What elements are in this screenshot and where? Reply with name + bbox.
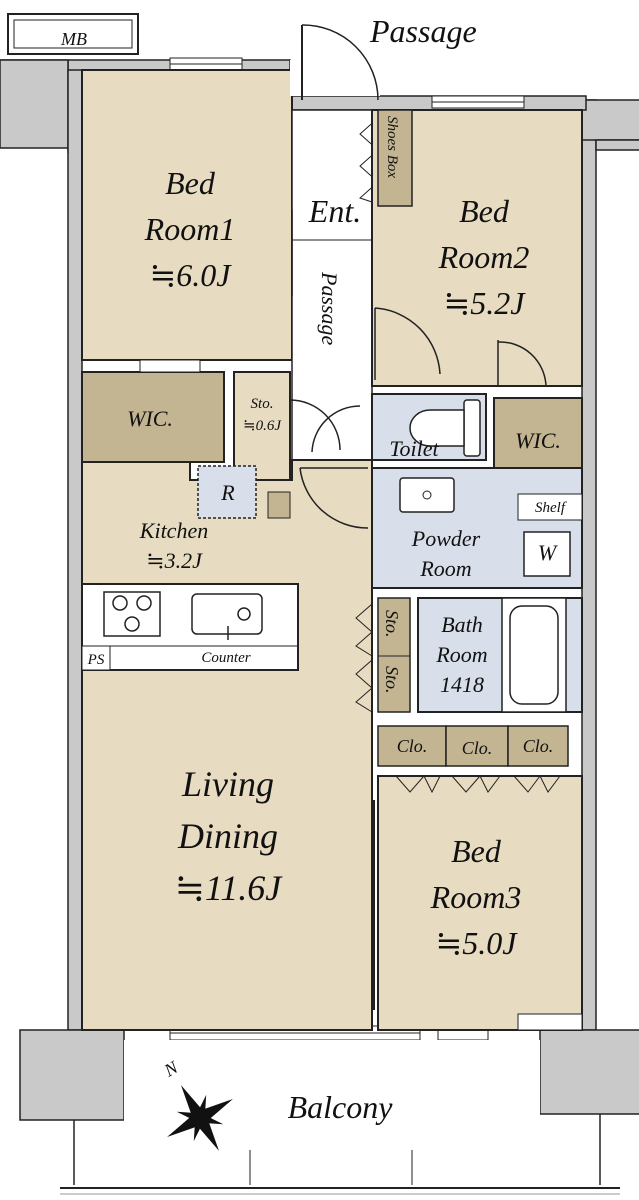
shoes-box-label-overlay: Shoes Box	[384, 116, 400, 178]
closet-doors[interactable]	[395, 775, 561, 794]
wic2-label: WIC.	[515, 428, 561, 453]
bedroom1-name-line2: Room1	[144, 211, 236, 247]
kitchen-counter	[81, 583, 299, 671]
washer-label: W	[538, 540, 558, 565]
closet1-label: Clo.	[397, 736, 428, 756]
wic2-door[interactable]	[497, 340, 547, 387]
kitchen-label: Kitchen	[139, 518, 208, 543]
closets	[377, 725, 569, 767]
entrance-label: Ent.	[308, 193, 361, 229]
bedroom3	[377, 775, 583, 1031]
kitchen-shelf-box	[267, 491, 291, 519]
kitchen-area: ≒3.2J	[146, 548, 203, 573]
living-dining-kitchen	[81, 459, 373, 1031]
sto-b-label: Sto.	[382, 666, 402, 694]
refrigerator-space	[197, 465, 257, 519]
bedroom3-area: ≒5.0J	[435, 925, 518, 961]
toilet-fixture	[409, 399, 481, 457]
entrance-door[interactable]	[290, 24, 380, 101]
meter-box	[7, 13, 139, 55]
bath-label-line1: Bath	[441, 612, 483, 637]
powder-label-line1: Powder	[411, 526, 481, 551]
bedroom1-name-line1: Bed	[165, 165, 216, 201]
wash-basin	[399, 477, 455, 513]
refrigerator-label: R	[220, 480, 235, 505]
storage-hall-doors[interactable]	[355, 603, 373, 713]
bedroom2-door[interactable]	[374, 307, 441, 380]
bedroom1	[81, 69, 293, 361]
storage-hall	[377, 597, 411, 713]
powder-label-line2: Room	[419, 556, 471, 581]
ps-label: PS	[87, 652, 105, 668]
mb-label: MB	[60, 29, 87, 49]
washer-space	[523, 531, 571, 577]
bedroom2-area: ≒5.2J	[443, 285, 526, 321]
compass-icon	[167, 1085, 233, 1151]
closet2-label: Clo.	[462, 738, 493, 758]
balcony	[60, 1040, 620, 1195]
sto-small-area: ≒0.6J	[243, 418, 282, 434]
living-name-line1: Living	[181, 764, 274, 804]
sto-a-label: Sto.	[382, 610, 402, 638]
sto-small-label: Sto.	[251, 396, 274, 412]
living-area: ≒11.6J	[175, 868, 283, 908]
bath-label-line2: Room	[435, 642, 487, 667]
bedroom3-name-line2: Room3	[430, 879, 522, 915]
counter-label: Counter	[201, 650, 250, 666]
bath-label-size: 1418	[440, 672, 484, 697]
passage-inner-label: Passage	[317, 271, 342, 346]
living-door[interactable]	[299, 405, 369, 529]
bedroom3-name-line1: Bed	[451, 833, 502, 869]
wic1-label: WIC.	[127, 406, 173, 431]
shelf-label: Shelf	[535, 500, 567, 516]
living-name-line2: Dining	[177, 816, 278, 856]
closet3-label: Clo.	[523, 736, 554, 756]
toilet-label: Toilet	[389, 436, 439, 461]
bedroom2-name-line2: Room2	[438, 239, 530, 275]
bedroom2-name-line1: Bed	[459, 193, 510, 229]
shelf	[517, 493, 583, 521]
balcony-label: Balcony	[288, 1089, 394, 1125]
bedroom1-area: ≒6.0J	[149, 257, 232, 293]
passage-top-label: Passage	[369, 13, 477, 49]
storage-small-door[interactable]	[289, 399, 341, 451]
